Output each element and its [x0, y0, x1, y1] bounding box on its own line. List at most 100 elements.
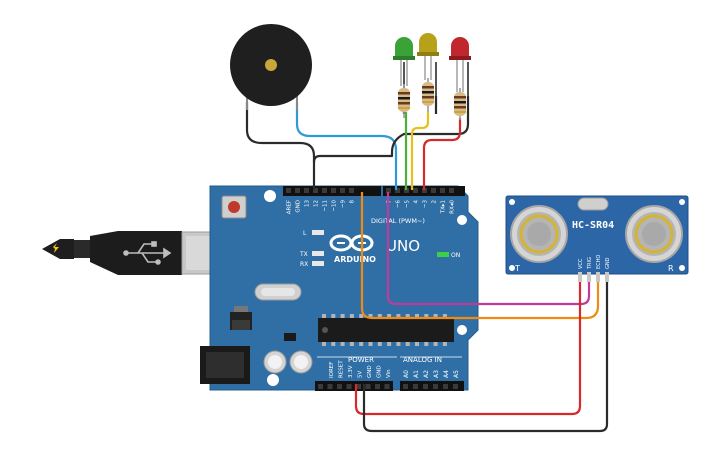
small-ic	[284, 333, 296, 341]
wire-vcc[interactable]	[354, 282, 582, 416]
analog-pin-label: A1	[413, 370, 420, 378]
chip-pin	[433, 314, 438, 318]
sensor-pin-label: ECHO	[596, 255, 602, 269]
digital-pin-label: 13	[305, 200, 311, 207]
analog-pin-label: A3	[433, 370, 440, 378]
power-pin-hole[interactable]	[337, 384, 342, 389]
digital-pin-hole[interactable]	[349, 188, 354, 193]
digital-pin-label: 8	[350, 200, 356, 204]
sensor-name: HC-SR04	[572, 220, 614, 231]
chip-pin	[415, 342, 419, 346]
digital-pin-hole[interactable]	[340, 188, 345, 193]
capacitor-left	[263, 350, 287, 374]
digital-pin-hole[interactable]	[304, 188, 309, 193]
chip-pin	[396, 342, 401, 346]
led-red[interactable]	[449, 37, 471, 92]
sensor-pin-label: TRIG	[587, 257, 593, 270]
wire-trig[interactable]	[386, 192, 591, 306]
chip-pin	[424, 314, 429, 318]
digital-pin-hole[interactable]	[413, 188, 418, 193]
analog-pin-hole[interactable]	[423, 384, 428, 389]
wire-buzzer-gnd[interactable]	[245, 102, 316, 190]
digital-pin-label: 12	[314, 200, 320, 207]
digital-pin-hole[interactable]	[440, 188, 445, 193]
chip-pin	[415, 314, 419, 318]
power-pin-hole[interactable]	[365, 384, 371, 389]
digital-pin-label: ~10	[332, 200, 338, 212]
transmitter-mark: T	[514, 264, 520, 273]
usb-symbol-icon	[123, 241, 172, 265]
analog-pin-label: A0	[403, 370, 410, 378]
wire-led-gnd[interactable]	[403, 62, 469, 96]
buzzer-icon[interactable]	[230, 24, 312, 110]
resistor-red-led[interactable]	[454, 88, 466, 120]
power-pin-hole[interactable]	[346, 384, 352, 389]
chip-pin	[322, 342, 326, 346]
power-pin-hole[interactable]	[356, 384, 361, 389]
analog-pin-hole[interactable]	[433, 384, 438, 389]
power-pin-label: GND	[377, 365, 383, 378]
power-on-indicator: ON	[437, 252, 460, 259]
digital-pin-label: 7	[387, 200, 393, 204]
analog-pin-hole[interactable]	[403, 384, 408, 389]
wire-echo[interactable]	[360, 192, 600, 320]
ultrasonic-transmitter	[510, 205, 568, 263]
chip-pin	[340, 342, 345, 346]
reset-button[interactable]	[221, 195, 247, 219]
digital-pin-hole[interactable]	[286, 188, 291, 193]
digital-pin-label: GND	[296, 200, 302, 213]
analog-pin-hole[interactable]	[443, 384, 448, 389]
wire-led-gnd-bus[interactable]	[312, 96, 470, 163]
wire-gnd[interactable]	[362, 282, 609, 433]
digital-pin-hole[interactable]	[295, 188, 300, 193]
wire-red-led[interactable]	[422, 118, 462, 190]
digital-header-label: DIGITAL (PWM~)	[371, 217, 425, 225]
digital-pin-hole[interactable]	[422, 188, 427, 193]
led-red-body	[451, 37, 469, 58]
analog-pin-hole[interactable]	[453, 384, 458, 389]
analog-pin-label: A2	[423, 370, 430, 378]
digital-pin-label: ~3	[423, 200, 429, 209]
chip-pin	[322, 314, 326, 318]
power-pin-hole[interactable]	[318, 384, 323, 389]
wire-buzzer-signal[interactable]	[295, 102, 398, 190]
chip-pin	[424, 342, 429, 346]
digital-pin-hole[interactable]	[449, 188, 454, 193]
led-l-indicator: L	[303, 230, 324, 237]
power-pin-hole[interactable]	[327, 384, 333, 389]
digital-pin-hole[interactable]	[322, 188, 327, 193]
power-pin-label: IOREF	[329, 362, 335, 378]
wire-yellow-led[interactable]	[410, 112, 430, 190]
resistor-green-led[interactable]	[398, 84, 410, 118]
power-pin-hole[interactable]	[384, 384, 390, 389]
digital-pin-hole[interactable]	[395, 188, 400, 193]
digital-pin-hole[interactable]	[404, 188, 409, 193]
chip-pin	[405, 314, 410, 318]
digital-pin-hole[interactable]	[313, 188, 318, 193]
power-pin-label: Vin	[386, 369, 392, 378]
voltage-regulator	[230, 306, 252, 330]
ultrasonic-receiver	[625, 205, 683, 263]
chip-pin	[387, 314, 392, 318]
analog-pin-label: A5	[453, 370, 460, 378]
digital-pin-label: 4	[414, 200, 420, 204]
power-pin-hole[interactable]	[375, 384, 380, 389]
resistor-yellow-led[interactable]	[422, 78, 434, 112]
digital-pin-label: AREF	[287, 200, 293, 214]
on-label: ON	[451, 252, 460, 259]
digital-pin-hole[interactable]	[386, 188, 391, 193]
led-green[interactable]	[393, 37, 415, 86]
sensor-pins[interactable]	[578, 272, 609, 282]
digital-pin-hole[interactable]	[331, 188, 336, 193]
led-yellow[interactable]	[417, 33, 439, 80]
chip-pin	[359, 342, 364, 346]
receiver-mark: R	[668, 264, 674, 273]
analog-pin-hole[interactable]	[413, 384, 418, 389]
wires	[245, 62, 609, 433]
sensor-pin-label: GND	[605, 257, 611, 269]
digital-pin-hole[interactable]	[431, 188, 436, 193]
dc-jack-icon	[200, 346, 250, 384]
